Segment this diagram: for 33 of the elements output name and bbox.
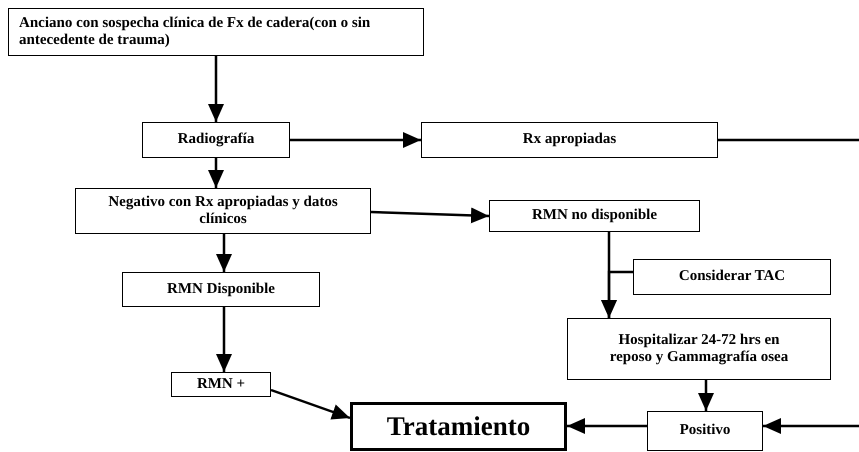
process-box (75, 188, 371, 234)
box-text: Anciano con sospecha clínica de Fx de cadera(con o sin antecedente de trauma) (19, 14, 372, 50)
process-box (647, 411, 763, 451)
arrow (208, 56, 224, 122)
arrow (567, 418, 647, 434)
box-text: RMN no disponible (532, 207, 658, 225)
arrow (601, 270, 633, 318)
arrow (290, 132, 421, 148)
box-text: RMN + (196, 376, 246, 394)
arrow (763, 418, 859, 434)
process-box (142, 122, 290, 158)
process-box (489, 200, 700, 232)
box-text: Rx apropiadas (522, 131, 616, 149)
box-text: Positivo (680, 422, 730, 440)
arrow (208, 158, 224, 188)
process-box (567, 318, 831, 380)
process-box (171, 372, 271, 397)
process-box (350, 402, 567, 451)
arrow (370, 207, 490, 224)
process-box (122, 272, 320, 307)
arrow (270, 388, 350, 420)
box-text: Negativo con Rx apropiadas y datos clínicos (107, 194, 339, 228)
arrow (216, 234, 232, 272)
arrow (698, 380, 714, 411)
box-text: RMN Disponible (167, 280, 275, 298)
process-box (8, 8, 424, 56)
box-text: Radiografía (178, 131, 254, 149)
process-box (633, 259, 831, 295)
box-text: Tratamiento (386, 412, 530, 442)
box-text: Hospitalizar 24-72 hrs en reposo y Gammagrafía osea (608, 332, 790, 366)
process-box (421, 122, 718, 158)
box-text: Considerar TAC (678, 268, 786, 286)
arrow (216, 307, 232, 372)
